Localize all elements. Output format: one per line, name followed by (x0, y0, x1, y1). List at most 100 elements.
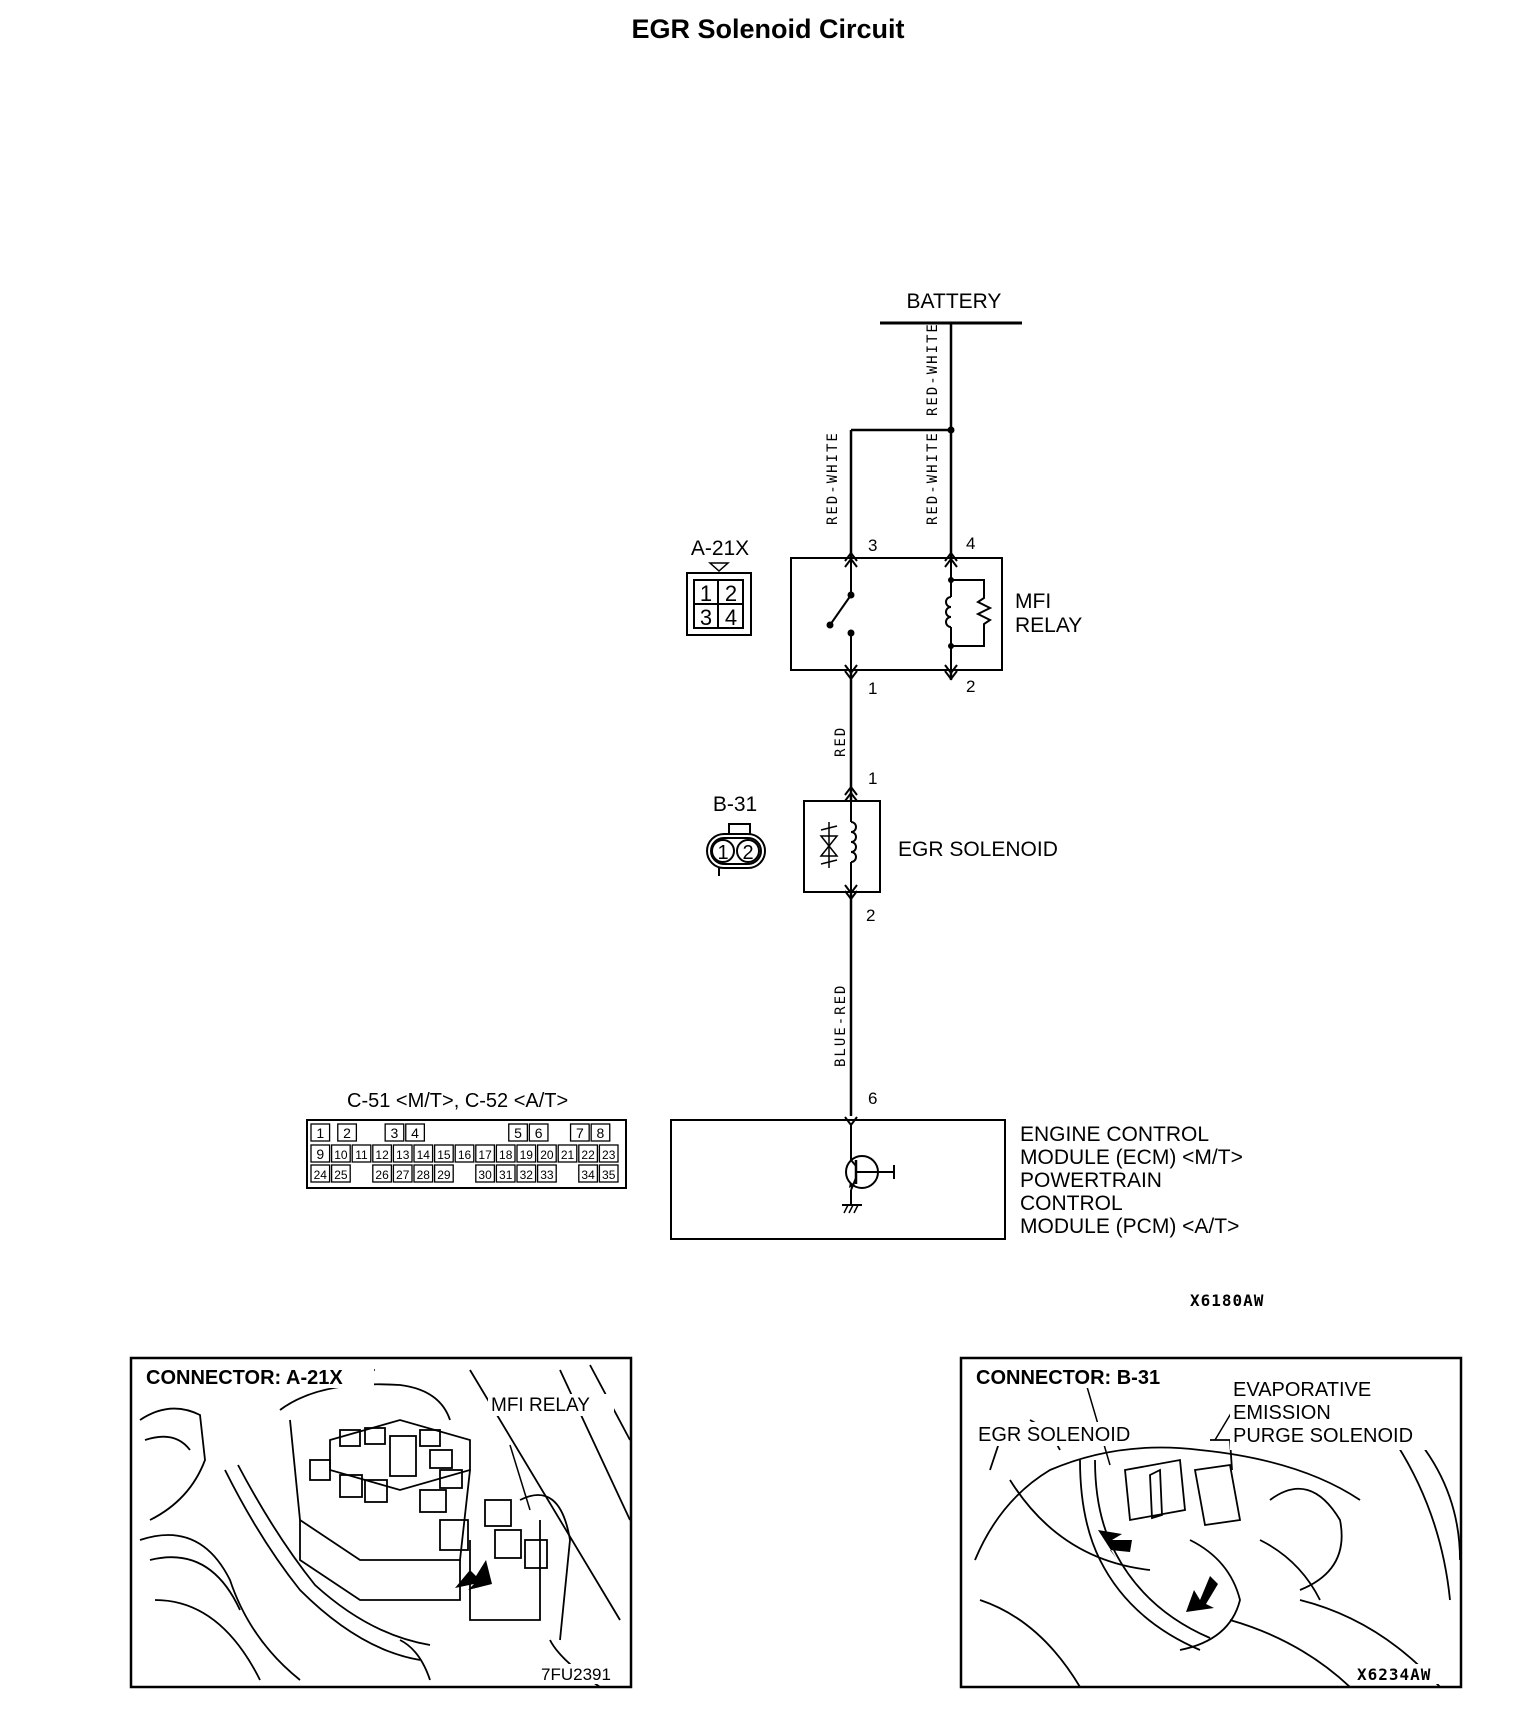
ecm-label-5: MODULE (PCM) <A/T> (1020, 1215, 1239, 1238)
connector-c51-pin-27: 27 (396, 1168, 410, 1182)
photo-b31-evap-line2: EMISSION (1233, 1402, 1331, 1424)
connector-c51-pin-cell (310, 1164, 331, 1183)
diagram-code: X6180AW (1190, 1291, 1264, 1310)
connector-a21x-marker (708, 562, 730, 573)
photo-b31-connector-label: CONNECTOR: B-31 (976, 1367, 1160, 1389)
connector-c51-pin-cell (590, 1123, 611, 1142)
photo-a21x-label-bg (142, 1364, 374, 1388)
pin-relay-3: 3 (868, 536, 877, 555)
connector-c51-pin-35: 35 (602, 1168, 616, 1182)
connector-c51-pin-cell (454, 1144, 475, 1163)
connector-c51-pin-cell (516, 1164, 537, 1183)
connector-c51-pin-32: 32 (520, 1168, 534, 1182)
connector-c51-pin-31: 31 (499, 1168, 513, 1182)
connector-c51-pin-30: 30 (478, 1168, 492, 1182)
connector-c51-pin-2: 2 (343, 1125, 351, 1141)
connector-c51-pin-cell (413, 1164, 434, 1183)
connector-c51-pin-15: 15 (437, 1148, 451, 1162)
connector-c51-pin-26: 26 (375, 1168, 389, 1182)
connector-a21x-label: A-21X (691, 537, 749, 560)
photo-a21x-connector-label: CONNECTOR: A-21X (146, 1367, 343, 1389)
connector-c51-pin-cell (578, 1144, 599, 1163)
connector-c51-pin-1: 1 (316, 1125, 324, 1141)
connector-c51-pin-9: 9 (316, 1146, 324, 1162)
wire-junction (947, 426, 955, 434)
connector-c51-pin-cell (413, 1144, 434, 1163)
connector-c51-pin-cell (330, 1144, 351, 1163)
photo-b31-evap-line3: PURGE SOLENOID (1233, 1425, 1413, 1447)
connector-b31-label: B-31 (713, 793, 757, 816)
connector-c51-pin-cell (392, 1164, 413, 1183)
connector-c51-pin-7: 7 (576, 1125, 584, 1141)
photo-b31-egr-callout: EGR SOLENOID (978, 1424, 1130, 1446)
ecm-label-4: CONTROL (1020, 1192, 1123, 1215)
connector-c51-pin-13: 13 (396, 1148, 410, 1162)
photo-a21x-code-bg (538, 1664, 626, 1684)
connector-c51-pin-24: 24 (314, 1168, 328, 1182)
connector-c51-pin-cell (536, 1144, 557, 1163)
connector-b31-pin-2: 2 (742, 842, 753, 864)
connector-c51-pin-cell (384, 1123, 405, 1142)
battery-label: BATTERY (907, 290, 1002, 313)
connector-c51-pin-29: 29 (437, 1168, 451, 1182)
connector-c51-pin-cell (516, 1144, 537, 1163)
connector-c51-pin-cell (337, 1123, 358, 1142)
photo-b31-code: X6234AW (1357, 1665, 1431, 1684)
connector-c51-pin-34: 34 (581, 1168, 595, 1182)
photo-b31-egr-bg (976, 1422, 1154, 1446)
connector-c51-pin-cell (433, 1164, 454, 1183)
egr-solenoid (803, 800, 881, 893)
egr-solenoid-label: EGR SOLENOID (898, 838, 1058, 861)
connector-c51-pin-19: 19 (520, 1148, 534, 1162)
connector-c51-pin-cell (495, 1144, 516, 1163)
connector-c51-pin-cell (372, 1144, 393, 1163)
connector-c51-pin-cell (351, 1144, 372, 1163)
photo-b31-evap-bg (1230, 1378, 1442, 1450)
connector-c51-pin-cell (528, 1123, 549, 1142)
connector-c51-pin-cell (598, 1164, 619, 1183)
connector-c51-pin-17: 17 (478, 1148, 492, 1162)
pin-solenoid-1: 1 (868, 769, 877, 788)
ecm-box (670, 1119, 1006, 1240)
pin-relay-4: 4 (966, 534, 975, 553)
connector-c51-label: C-51 <M/T>, C-52 <A/T> (347, 1090, 568, 1112)
connector-c51-pin-4: 4 (411, 1125, 419, 1141)
pin-ecm-6: 6 (868, 1089, 877, 1108)
connector-c51-pin-cell (598, 1144, 619, 1163)
photo-b31-evap-line1: EVAPORATIVE (1233, 1379, 1371, 1401)
connector-c51-pin-cell (508, 1123, 529, 1142)
wire-label-pin4: RED-WHITE (925, 431, 941, 525)
mfi-relay (790, 557, 1003, 671)
connector-c51-pin-16: 16 (458, 1148, 472, 1162)
connector-c51-pin-5: 5 (514, 1125, 522, 1141)
connector-a21x-body (686, 572, 752, 636)
photo-b31-label-bg (972, 1364, 1198, 1388)
connector-c51-pin-6: 6 (535, 1125, 543, 1141)
connector-c51-pin-cell (392, 1144, 413, 1163)
connector-c51-pin-cell (330, 1164, 351, 1183)
connector-b31-body (706, 823, 766, 876)
pin-solenoid-2: 2 (866, 906, 875, 925)
wire-label-battery-feed: RED-WHITE (925, 322, 941, 416)
connector-c51-pin-23: 23 (602, 1148, 616, 1162)
connector-c51-pin-cell (475, 1144, 496, 1163)
connector-a21x-pin-3: 3 (700, 605, 712, 630)
connector-c51-pin-cell (569, 1123, 590, 1142)
connector-c51-pin-28: 28 (417, 1168, 431, 1182)
connector-c51-pin-cell (495, 1164, 516, 1183)
connector-c51-body (306, 1119, 627, 1189)
connector-c51-pin-33: 33 (540, 1168, 554, 1182)
connector-c51-pin-22: 22 (581, 1148, 595, 1162)
connector-c51-pin-cell (536, 1164, 557, 1183)
connector-c51-pin-cell (310, 1123, 331, 1142)
connector-c51-pin-21: 21 (561, 1148, 575, 1162)
connector-a21x-pin-4: 4 (725, 605, 737, 630)
photo-a21x-code: 7FU2391 (541, 1665, 611, 1684)
mfi-relay-label-1: MFI (1015, 590, 1051, 613)
pin-relay-1: 1 (868, 679, 877, 698)
connector-c51-pin-12: 12 (375, 1148, 389, 1162)
wire-label-blue-red: BLUE-RED (833, 984, 849, 1067)
connector-c51-pin-11: 11 (355, 1148, 368, 1162)
